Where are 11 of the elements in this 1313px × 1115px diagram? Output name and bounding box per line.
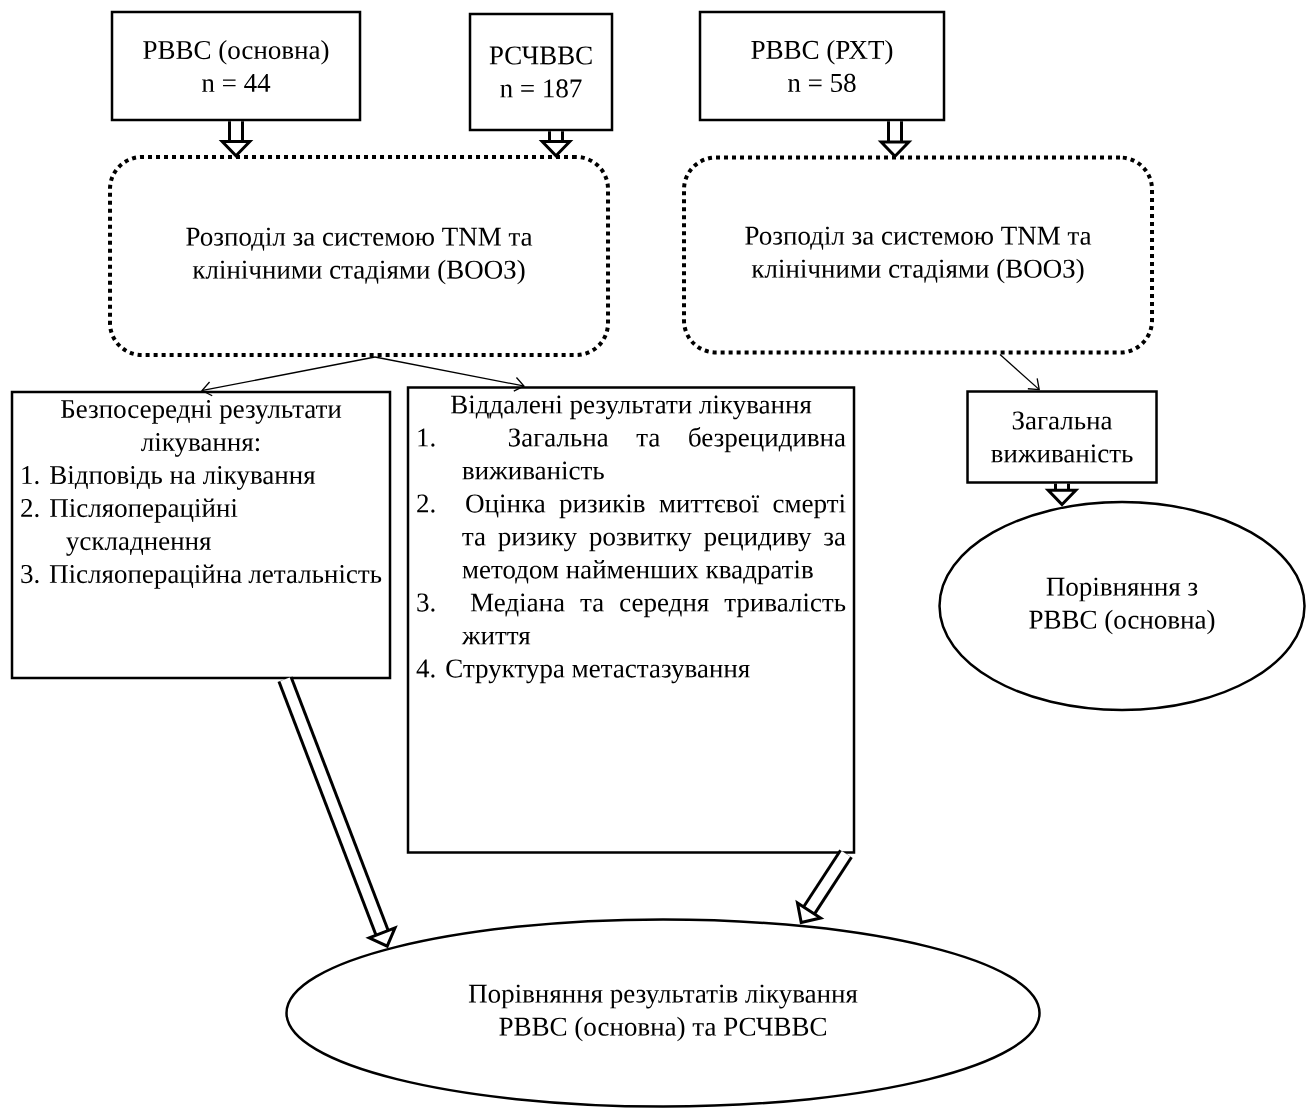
arrow <box>374 356 525 392</box>
list-box: Віддалені результати лікування 1. Загальна та безрецидивна виживаність 2. Оцінка ризиків миттєвої смерті та ризику розвитку рецидиву за методом найменших квадратів 3. Медіана та середня тривалість життя 4. Структура метастазування <box>406 386 856 854</box>
process-box: РСЧВВС n = 187 <box>468 12 614 132</box>
process-box: РВВС (основна) n = 44 <box>110 10 362 122</box>
process-box: Загальна виживаність <box>966 390 1158 484</box>
list-box: Безпосередні результати лікування: 1. Відповідь на лікування 2. Післяопераційні ускладнення 3. Післяопераційна летальність <box>10 390 392 680</box>
arrow <box>201 356 376 397</box>
process-box: РВВС (РХТ) n = 58 <box>698 10 946 122</box>
dotted-rounded-box: Розподіл за системою TNM та клінічними стадіями (ВООЗ) <box>682 155 1154 355</box>
dotted-rounded-box: Розподіл за системою TNM та клінічними стадіями (ВООЗ) <box>108 155 610 357</box>
arrow <box>999 353 1040 391</box>
